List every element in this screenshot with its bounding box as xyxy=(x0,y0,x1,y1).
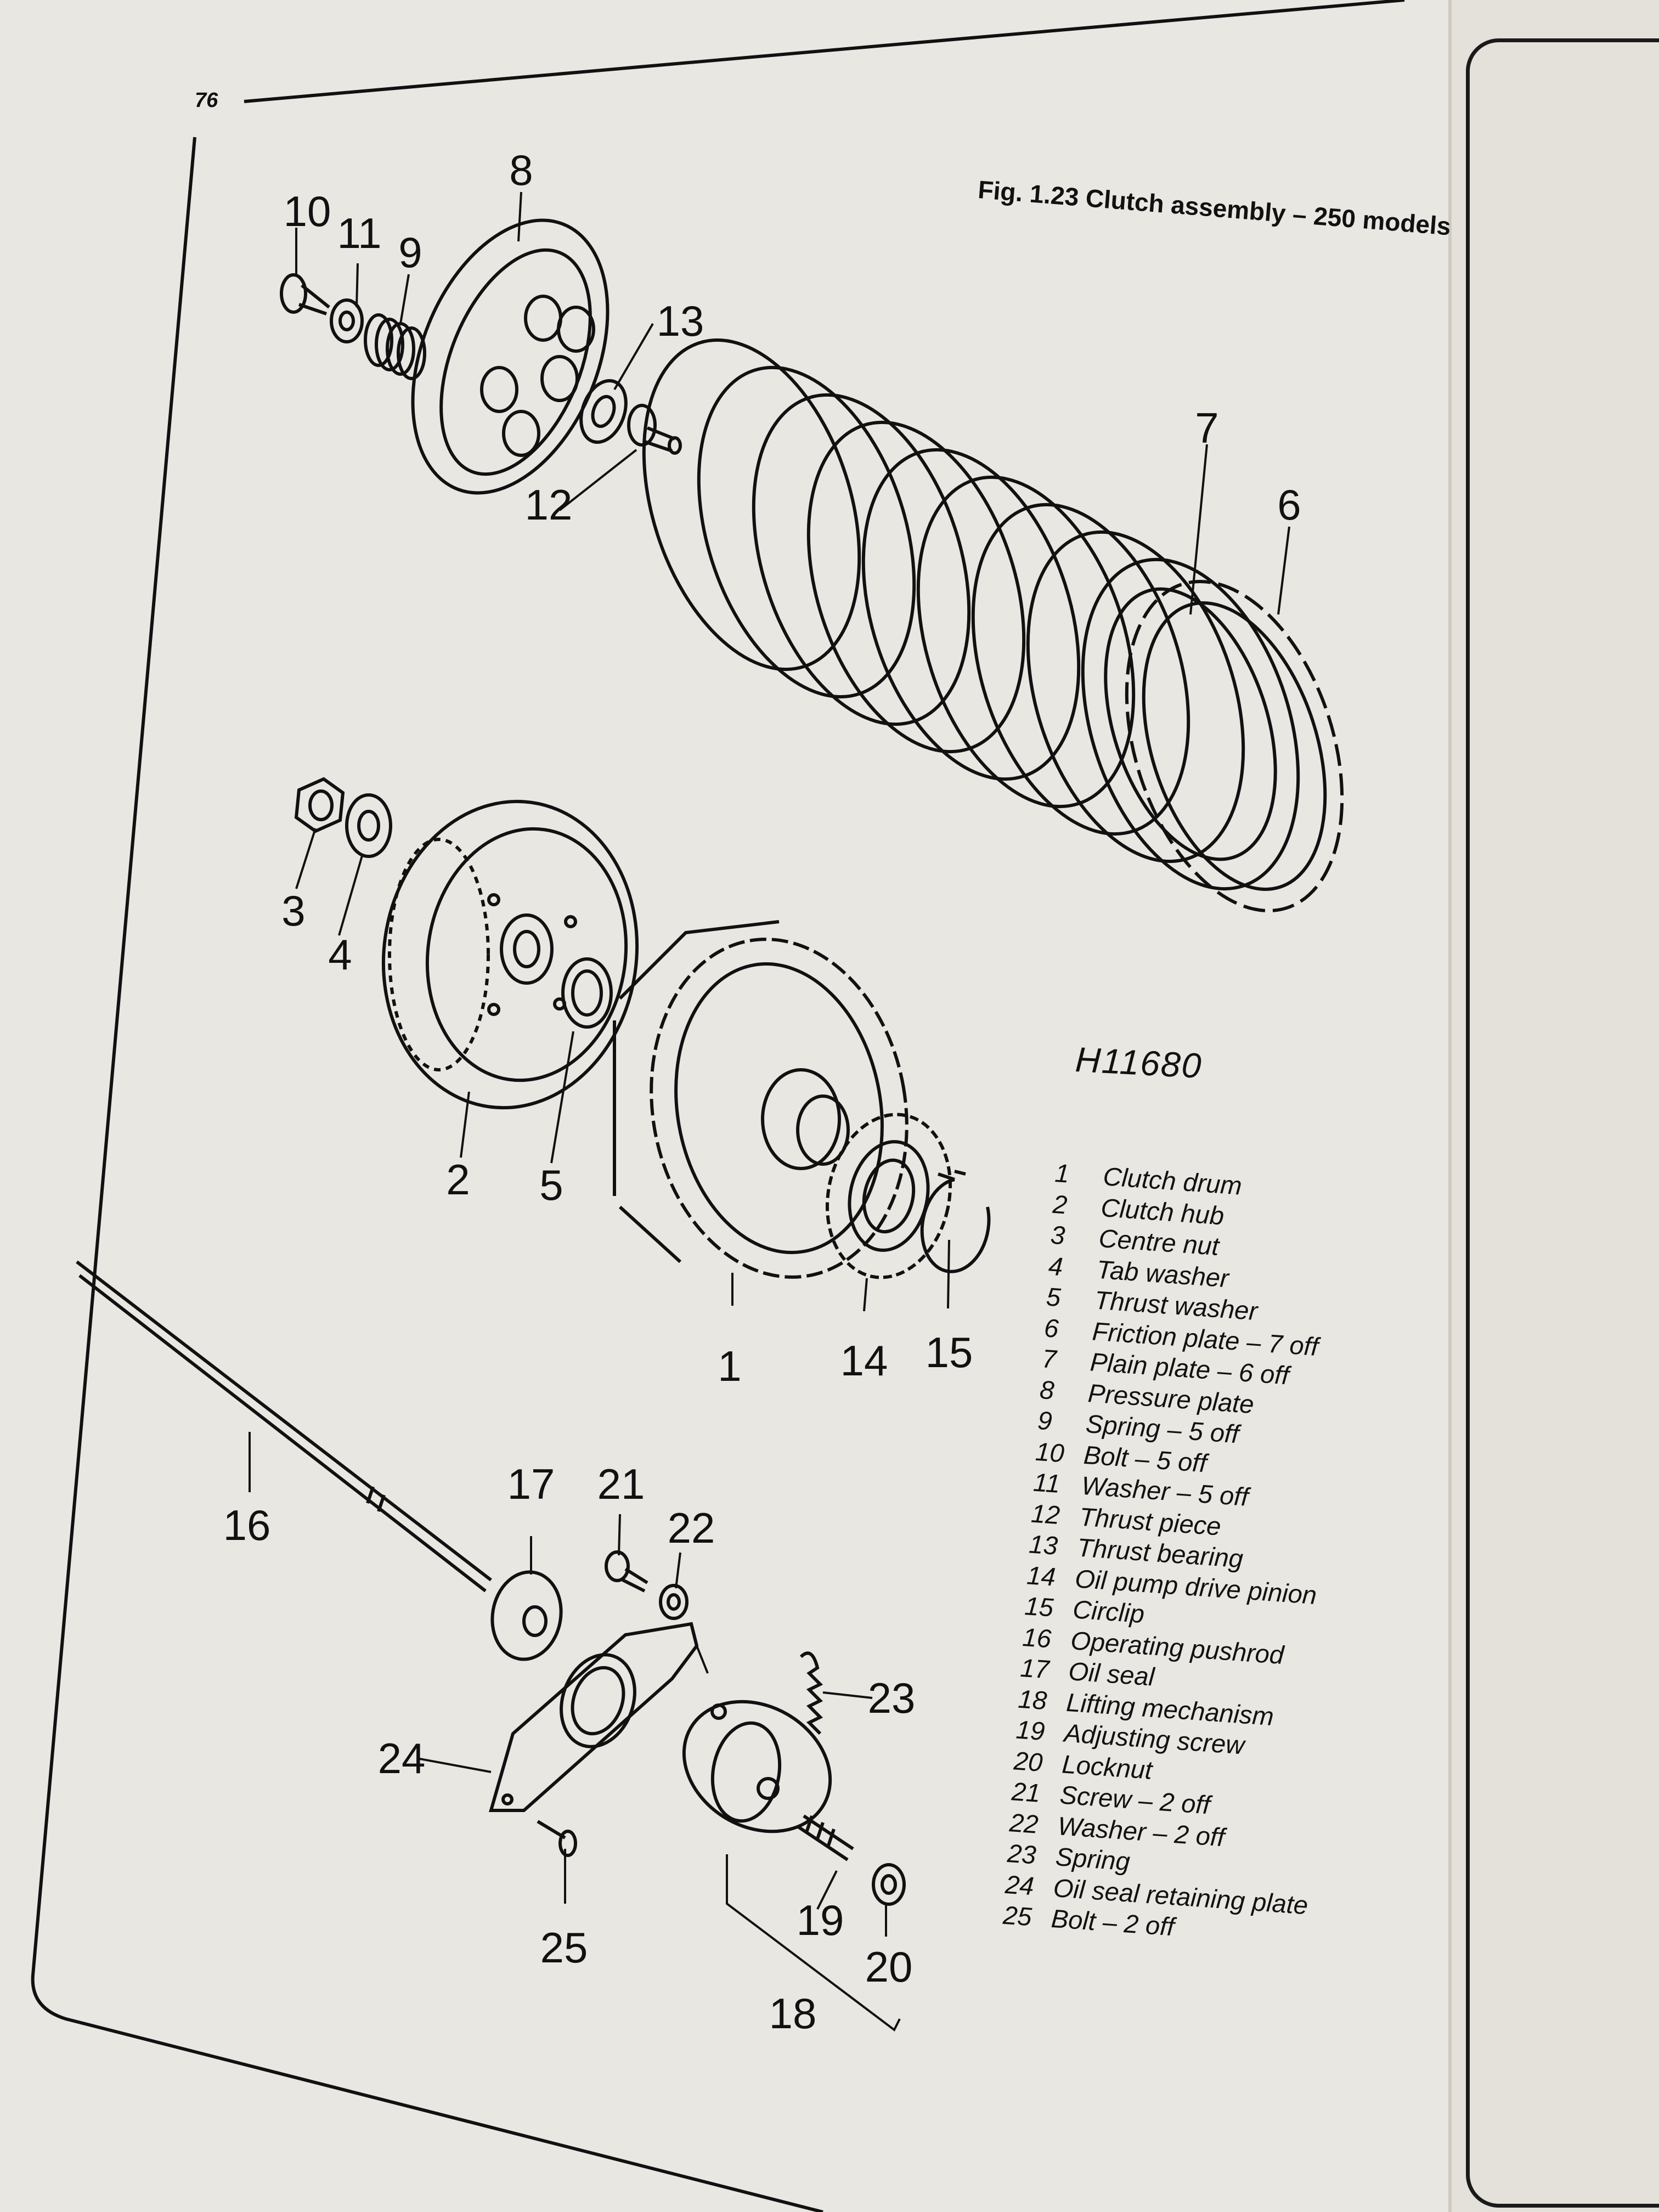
callout-5: 5 xyxy=(539,1161,563,1209)
callout-9: 9 xyxy=(398,228,422,276)
part-locknut xyxy=(872,1863,906,1906)
part-bolt-small xyxy=(537,1820,577,1857)
part-thrust-piece xyxy=(627,404,682,455)
part-tab-washer xyxy=(345,793,392,858)
part-clutch-drum xyxy=(613,920,909,1279)
callout-25: 25 xyxy=(540,1923,588,1972)
callout-4: 4 xyxy=(328,930,352,979)
callout-18: 18 xyxy=(769,1989,817,2038)
part-spring xyxy=(364,313,426,380)
part-operating-pushrod xyxy=(76,1260,492,1593)
part-pressure-plate xyxy=(411,218,610,495)
part-screw xyxy=(605,1550,648,1593)
callout-16: 16 xyxy=(223,1501,271,1549)
callout-20: 20 xyxy=(865,1943,913,1991)
adjacent-page xyxy=(1452,0,1659,2212)
part-centre-nut xyxy=(294,777,345,833)
part-oil-pump-pinion xyxy=(825,1113,952,1279)
part-spring-small xyxy=(799,1651,823,1735)
callout-12: 12 xyxy=(524,481,573,529)
callout-17: 17 xyxy=(507,1460,555,1508)
part-adjusting-screw xyxy=(797,1814,854,1861)
callout-6: 6 xyxy=(1277,481,1301,529)
callout-13: 13 xyxy=(656,297,704,345)
part-clutch-hub xyxy=(381,799,639,1110)
callout-19: 19 xyxy=(796,1896,844,1944)
part-washer xyxy=(330,298,364,343)
callout-23: 23 xyxy=(867,1674,916,1722)
callout-1: 1 xyxy=(718,1342,742,1390)
callout-15: 15 xyxy=(925,1328,973,1376)
page-number: 76 xyxy=(195,89,218,112)
callout-21: 21 xyxy=(597,1460,645,1508)
callout-7: 7 xyxy=(1195,404,1219,452)
callout-22: 22 xyxy=(667,1504,715,1552)
callout-24: 24 xyxy=(377,1734,426,1782)
part-thrust-washer xyxy=(561,957,613,1029)
part-circlip xyxy=(920,1170,991,1273)
callout-14: 14 xyxy=(840,1336,888,1385)
part-clutch-plate-stack xyxy=(642,338,1344,913)
callout-10: 10 xyxy=(283,187,331,235)
part-bolt xyxy=(280,273,330,315)
adjacent-page-frame xyxy=(1466,38,1659,2208)
part-thrust-bearing xyxy=(579,379,628,444)
part-oil-seal xyxy=(490,1570,563,1661)
callout-2: 2 xyxy=(446,1155,470,1204)
callout-8: 8 xyxy=(509,146,533,194)
part-washer-small xyxy=(659,1584,689,1620)
manual-page xyxy=(0,0,1452,2212)
part-lifting-mechanism xyxy=(682,1700,832,1833)
callout-3: 3 xyxy=(281,887,306,935)
callout-11: 11 xyxy=(337,209,382,257)
leader-lines xyxy=(249,191,1290,2032)
part-retaining-plate xyxy=(489,1622,699,1812)
